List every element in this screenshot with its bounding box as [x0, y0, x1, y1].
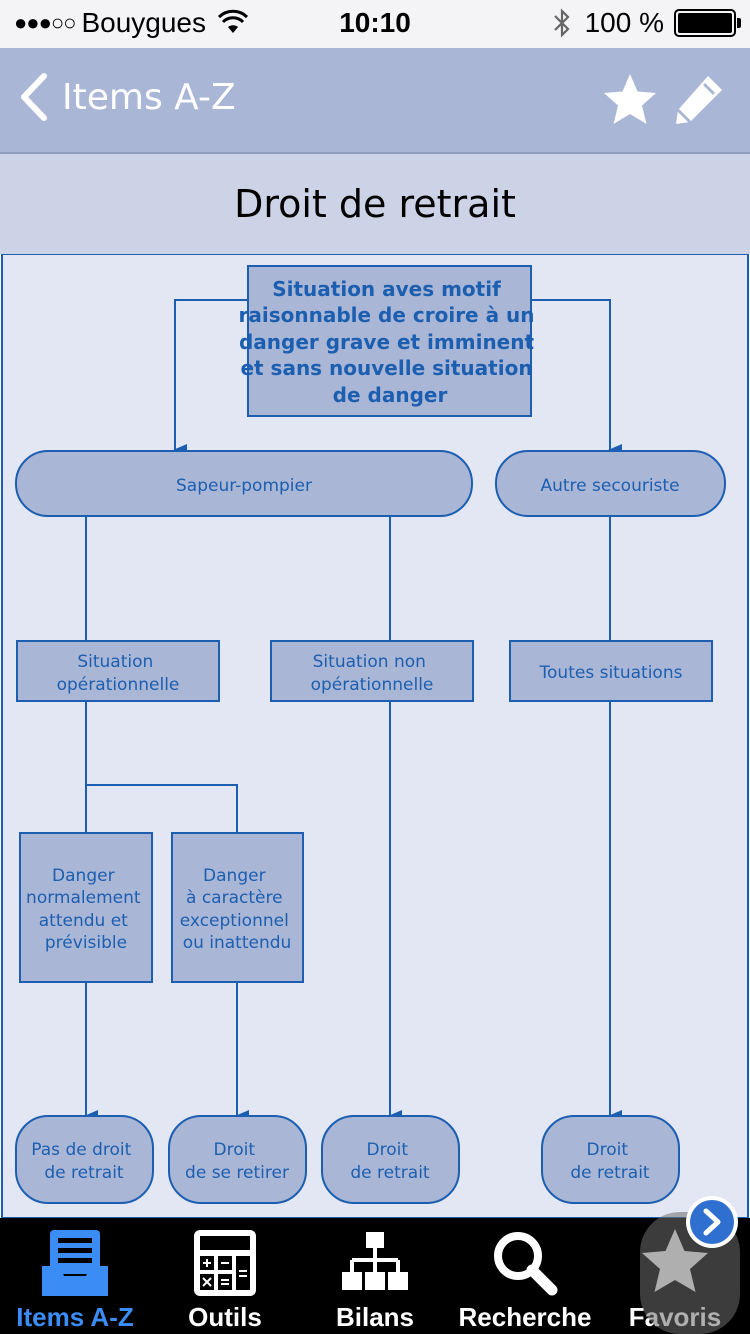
danger-normal-box: Danger normalement attendu et prévisible: [19, 832, 153, 983]
status-bar: ●●●○○ Bouygues 10:10 100 %: [0, 0, 750, 48]
flowchart-content: Situation aves motif raisonnable de croi…: [0, 254, 750, 1218]
situation-non-operationnelle-box: Situation non opérationnelle: [270, 640, 474, 702]
signal-icon: ●●●○○: [14, 10, 76, 35]
svg-text:Sapeur-pompier: Sapeur-pompier: [176, 476, 312, 496]
svg-text:Toutes situations: Toutes situations: [539, 663, 683, 683]
root-situation-box: Situation aves motif raisonnable de croi…: [239, 265, 542, 417]
inbox-list-icon: [42, 1230, 108, 1296]
chevron-left-icon: [21, 73, 47, 121]
tab-label: Bilans: [335, 1302, 415, 1332]
bluetooth-icon: [553, 8, 570, 38]
back-label: Items A-Z: [62, 76, 236, 118]
favorite-star-button[interactable]: [600, 70, 660, 130]
svg-text:Situation non opératio: Situation non opérationnelle: [311, 652, 434, 695]
toutes-situations-box: Toutes situations: [509, 640, 713, 702]
svg-text:Situation aves motif r: Situation aves motif raisonnable de croi…: [239, 277, 542, 407]
svg-text:Droit de retrait: Droit de retrait: [350, 1140, 430, 1183]
tab-label: Items A-Z: [16, 1302, 134, 1332]
tab-outils[interactable]: Outils: [150, 1218, 300, 1334]
navigation-bar: Items A-Z: [0, 48, 750, 154]
carrier-label: Bouygues: [81, 7, 206, 38]
tab-items-az[interactable]: Items A-Z: [0, 1218, 150, 1334]
droit-retrait-box-2: Droit de retrait: [541, 1115, 680, 1204]
svg-text:Droit de retrait: Droit de retrait: [570, 1140, 650, 1183]
autre-secouriste-box: Autre secouriste: [495, 450, 726, 517]
svg-text:Situation opérationnel: Situation opérationnelle: [57, 652, 180, 695]
battery-percent: 100 %: [584, 7, 664, 38]
svg-text:Droit de se retirer: Droit de se retirer: [185, 1140, 289, 1183]
danger-exceptionnel-box: Danger à caractère exceptionnel ou inatt…: [171, 832, 304, 983]
edit-pencil-button[interactable]: [668, 70, 728, 130]
droit-de-retrait-flowchart: Situation aves motif raisonnable de croi…: [1, 254, 749, 1218]
droit-retrait-box-1: Droit de retrait: [321, 1115, 460, 1204]
floating-next-button[interactable]: [640, 1192, 740, 1334]
tab-bilans[interactable]: Bilans: [300, 1218, 450, 1334]
battery-icon: [674, 9, 741, 37]
connector-lines: [84, 299, 622, 1122]
svg-text:Danger à caractère: Danger à caractère exceptionnel ou inatt…: [180, 866, 294, 953]
droit-se-retirer-box: Droit de se retirer: [168, 1115, 307, 1204]
status-right: 100 %: [551, 7, 741, 39]
page-title: Droit de retrait: [0, 154, 750, 254]
svg-text:Danger normalement: Danger normalement attendu et prévisible: [26, 866, 146, 953]
pas-de-droit-box: Pas de droit de retrait: [15, 1115, 154, 1204]
situation-operationnelle-box: Situation opérationnelle: [16, 640, 220, 702]
sapeur-pompier-box: Sapeur-pompier: [15, 450, 473, 517]
svg-text:Pas de droit de retrai: Pas de droit de retrait: [31, 1140, 136, 1183]
tab-recherche[interactable]: Recherche: [450, 1218, 600, 1334]
status-time: 10:10: [339, 7, 411, 38]
search-icon: [494, 1232, 558, 1296]
tab-label: Outils: [188, 1302, 262, 1332]
status-left: ●●●○○ Bouygues: [14, 7, 248, 39]
wifi-icon: [218, 9, 248, 33]
tab-bar: Items A-Z Outils Bilans: [0, 1218, 750, 1334]
tab-label: Recherche: [458, 1302, 592, 1332]
back-button[interactable]: Items A-Z: [16, 72, 236, 122]
svg-text:Autre secouriste: Autre secouriste: [540, 476, 679, 496]
calculator-icon: [194, 1230, 256, 1296]
hierarchy-icon: [342, 1232, 408, 1290]
